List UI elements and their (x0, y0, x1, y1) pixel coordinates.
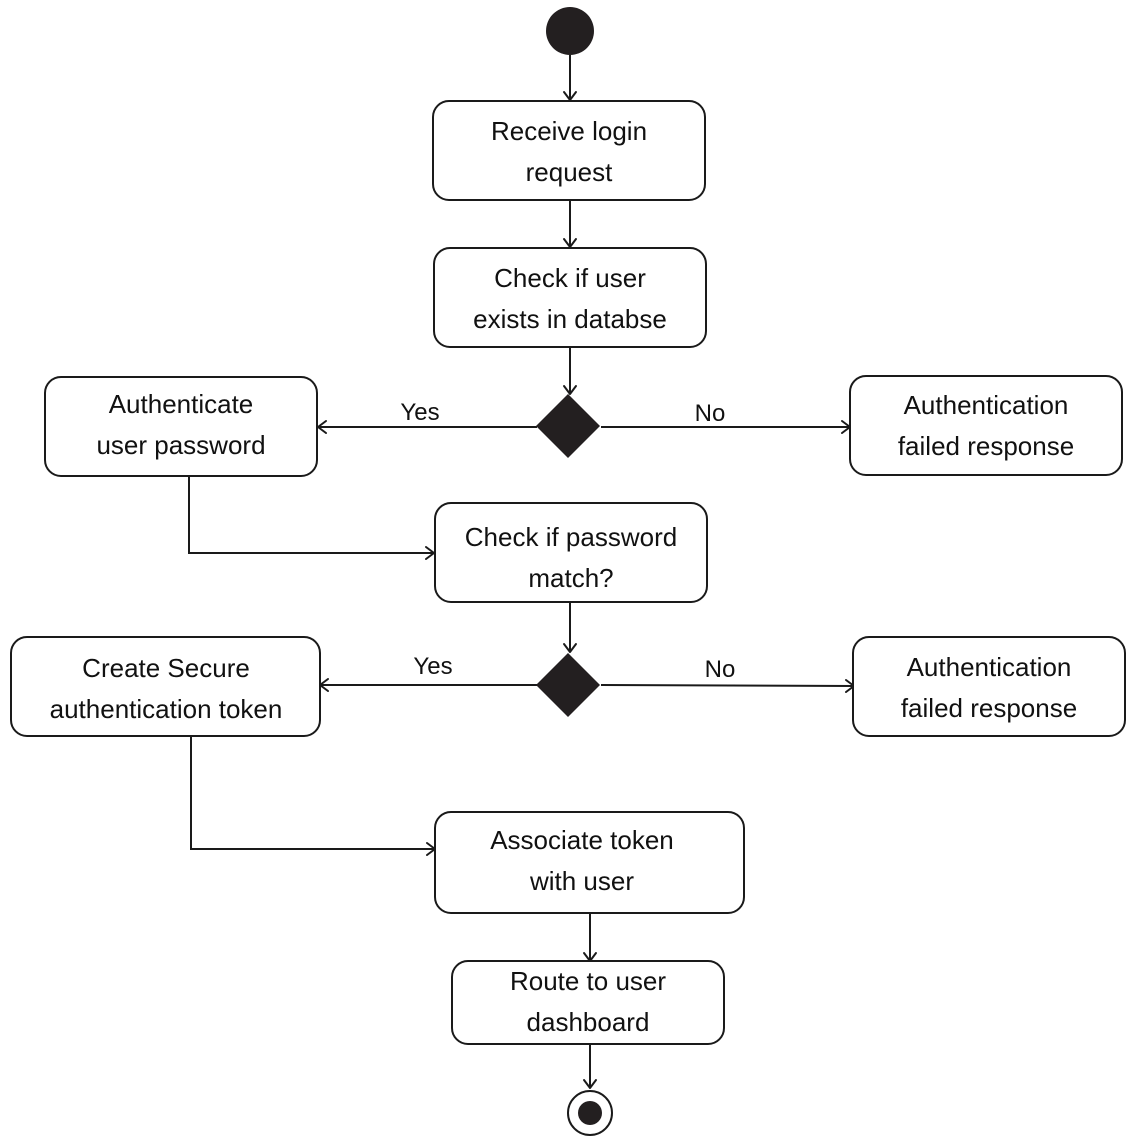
activity-label-line1: Authentication (907, 652, 1072, 682)
guard-label-no: No (705, 656, 736, 683)
end-node-dot (578, 1101, 602, 1125)
edges (188, 55, 855, 1089)
guard-label-yes: Yes (400, 399, 439, 426)
activity-receive-login: Receive login request (432, 100, 706, 201)
activity-box (432, 100, 706, 201)
activity-label-line1: Route to user (510, 966, 666, 996)
activity-box (852, 636, 1126, 737)
start-node (546, 7, 594, 55)
activity-authenticate-password: Authenticate user password (44, 376, 318, 477)
activity-label-line1: Check if password (465, 522, 677, 552)
decision-user-exists (536, 394, 600, 458)
activity-check-password-match: Check if password match? (434, 502, 708, 603)
activity-authentication-failed-1: Authentication failed response (849, 375, 1123, 476)
activity-label-line2: failed response (898, 431, 1074, 461)
edge-decision2-no (600, 684, 855, 687)
activity-box (434, 811, 745, 914)
activity-label-line2: authentication token (50, 694, 283, 724)
arrowhead (563, 385, 577, 395)
activity-label-line1: Receive login (491, 116, 647, 146)
activity-box (44, 376, 318, 477)
activity-authentication-failed-2: Authentication failed response (852, 636, 1126, 737)
activity-create-token: Create Secure authentication token (10, 636, 321, 737)
edge-auth-password-to-check-pw (188, 476, 434, 554)
guard-label-no: No (695, 400, 726, 427)
activity-label-line2: exists in databse (473, 304, 667, 334)
activity-label-line1: Check if user (494, 263, 646, 293)
activity-label-line1: Associate token (490, 825, 674, 855)
activity-box (433, 247, 707, 348)
end-node (567, 1090, 613, 1136)
activity-label-line1: Authentication (904, 390, 1069, 420)
activity-label-line1: Authenticate (109, 389, 254, 419)
guard-label-yes: Yes (413, 653, 452, 680)
arrowhead (563, 643, 577, 653)
activity-label-line2: with user (529, 866, 634, 896)
decision-password-match (536, 653, 600, 717)
activity-box (849, 375, 1123, 476)
activity-label-line1: Create Secure (82, 653, 250, 683)
activity-label-line2: user password (96, 430, 265, 460)
edge-create-token-to-associate (190, 737, 435, 850)
activity-box (10, 636, 321, 737)
activity-box (434, 502, 708, 603)
activity-label-line2: request (526, 157, 613, 187)
activity-associate-token: Associate token with user (434, 811, 745, 914)
arrowhead (583, 1079, 597, 1089)
activity-route-dashboard: Route to user dashboard (451, 960, 725, 1045)
activity-label-line2: dashboard (527, 1007, 650, 1037)
activity-box (451, 960, 725, 1045)
activity-check-user-exists: Check if user exists in databse (433, 247, 707, 348)
activity-label-line2: match? (528, 563, 613, 593)
activity-label-line2: failed response (901, 693, 1077, 723)
